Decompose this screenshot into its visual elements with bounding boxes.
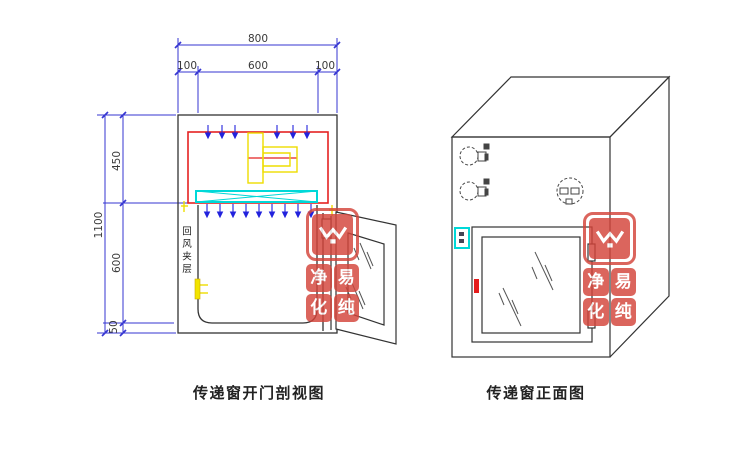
- dim-right-wall: 100: [314, 60, 336, 72]
- door-handle: [474, 279, 479, 293]
- watermark-char: 易: [333, 264, 359, 292]
- front-view-caption: 传递窗正面图: [486, 386, 586, 402]
- airflow-arrows-top: [204, 125, 311, 140]
- air-layer-label: 回风夹层: [180, 226, 191, 276]
- interlock-indicator: [556, 177, 584, 205]
- pressure-gauge-ports: [459, 143, 490, 201]
- inner-chamber: [197, 205, 318, 324]
- dim-chamber-height: 600: [111, 252, 123, 274]
- watermark-char: 纯: [610, 298, 636, 326]
- hepa-filter: [195, 190, 318, 203]
- watermark-stamp: 净 易 化 纯: [583, 212, 636, 326]
- dim-left-wall: 100: [176, 60, 198, 72]
- dimension-lines: [97, 38, 338, 334]
- box-top-face: [450, 76, 671, 138]
- control-panel: [454, 227, 470, 249]
- glass-reflection-marks: [498, 251, 554, 327]
- watermark-char: 易: [610, 268, 636, 296]
- dim-plenum-height: 450: [111, 150, 123, 172]
- watermark-char: 化: [583, 298, 609, 326]
- dim-inner-width: 600: [247, 60, 269, 72]
- watermark-char: 纯: [333, 294, 359, 322]
- uv-lamp: [194, 278, 201, 300]
- dimension-ticks: [101, 41, 341, 337]
- watermark-char: 净: [583, 268, 609, 296]
- sectional-view-caption: 传递窗开门剖视图: [192, 386, 325, 402]
- front-door-glass: [481, 236, 581, 334]
- watermark-char: 化: [306, 294, 332, 322]
- watermark-characters: 净 易 化 纯: [583, 268, 636, 326]
- front-view-box: [450, 75, 671, 358]
- watermark-logo-icon: [583, 212, 636, 265]
- fan-unit: [247, 132, 298, 184]
- watermark-char: 净: [306, 264, 332, 292]
- watermark-logo-icon: [306, 208, 359, 261]
- dim-base-height: 50: [108, 320, 120, 334]
- front-door-frame: [471, 226, 593, 343]
- dim-total-width: 800: [247, 33, 269, 45]
- dim-total-height: 1100: [93, 211, 105, 239]
- box-side-face: [609, 75, 670, 358]
- watermark-characters: 净 易 化 纯: [306, 264, 359, 322]
- airflow-arrows-bottom: [203, 204, 315, 219]
- watermark-stamp: 净 易 化 纯: [306, 208, 359, 322]
